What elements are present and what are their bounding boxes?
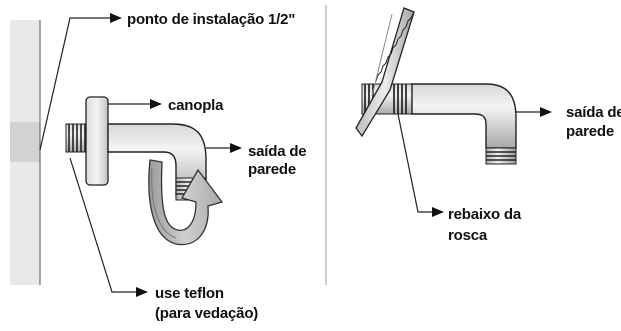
label-outlet-left-1: saída de [248,143,306,160]
leader-teflon [69,157,148,297]
wall [10,20,41,285]
label-outlet-right-1: saída de [566,104,621,121]
label-teflon-1: use teflon [155,285,224,302]
leader-outlet-left [206,143,242,153]
label-outlet-left-2: parede [248,161,296,178]
leader-install-point [39,13,122,151]
label-thread-recess-2: rosca [448,227,488,244]
elbow-outlet-right [411,83,517,165]
label-teflon-2: (para vedação) [155,305,258,322]
threaded-inlet [65,123,89,153]
leader-outlet-right [516,107,552,117]
saw-blade [355,7,415,138]
leader-canopla [108,99,162,109]
leader-thread-recess [397,113,444,217]
label-canopla: canopla [168,97,224,114]
label-thread-recess-1: rebaixo da [448,206,522,223]
label-install-point: ponto de instalação 1/2" [127,11,295,28]
label-outlet-right-2: parede [566,123,614,140]
teflon-tape-arrow [148,159,224,246]
canopla-flange [85,96,109,186]
